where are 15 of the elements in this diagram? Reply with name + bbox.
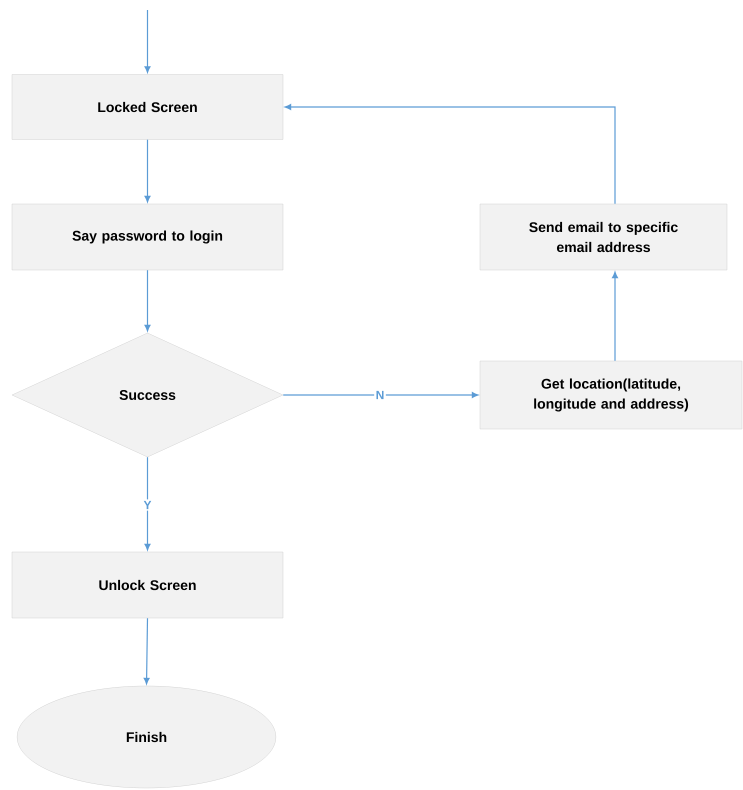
arrow bbox=[283, 392, 478, 398]
arrow bbox=[144, 457, 150, 550]
process-box: Send email to specific email address bbox=[480, 204, 728, 270]
arrow bbox=[144, 140, 150, 202]
arrow bbox=[144, 618, 150, 684]
process-box: Unlock Screen bbox=[12, 552, 284, 618]
process-box: Locked Screen bbox=[12, 74, 284, 140]
edge-label: Y bbox=[142, 499, 153, 511]
arrow bbox=[284, 104, 616, 204]
edge-label: N bbox=[374, 389, 386, 401]
process-box: Say password to login bbox=[12, 204, 284, 270]
arrow bbox=[612, 272, 618, 361]
arrow bbox=[144, 270, 150, 332]
arrow bbox=[144, 10, 150, 73]
process-box: Get location(latitude, longitude and address) bbox=[480, 360, 742, 430]
